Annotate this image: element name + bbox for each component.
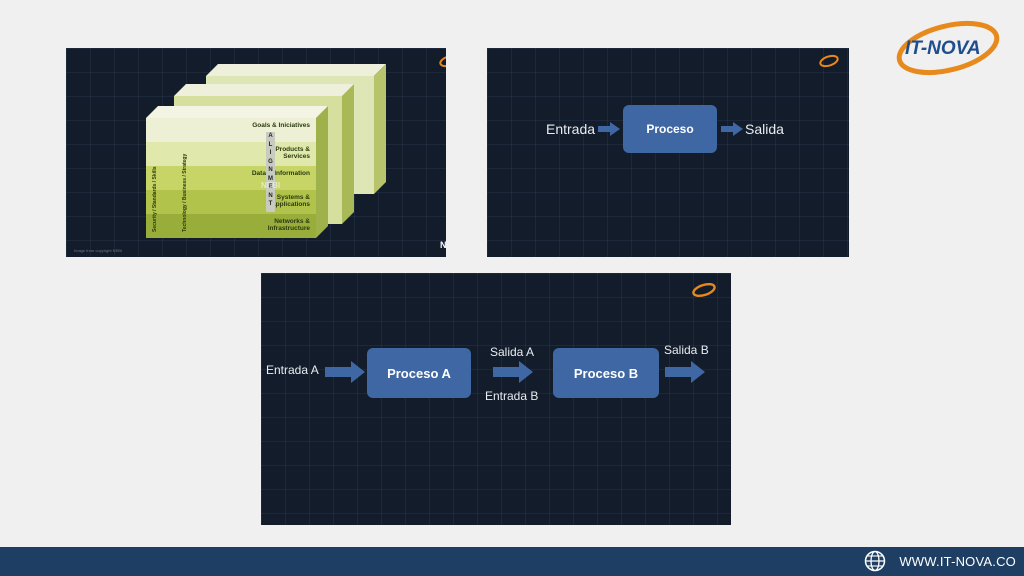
it-nova-logo: IT-NOVA (896, 20, 1000, 76)
layer-products-label: Products & Services (275, 146, 310, 160)
arrow-right-icon (665, 361, 705, 383)
alignment-letter: E (268, 184, 273, 190)
alignment-letter: L (268, 141, 273, 148)
alignment-letter: A (268, 133, 273, 139)
layer-goals: Goals & Iniciatives (146, 118, 316, 142)
alignment-letter: N (268, 192, 273, 199)
salida-b-label: Salida B (664, 343, 709, 357)
nebi-watermark: NEBI (261, 181, 281, 190)
entrada-b-label: Entrada B (485, 389, 539, 403)
layer-products: Products & Services (146, 142, 316, 166)
arrow-right-icon (598, 122, 620, 136)
alignment-letter: M (268, 175, 273, 182)
salida-label: Salida (745, 121, 784, 137)
website-link[interactable]: WWW.IT-NOVA.CO (899, 554, 1016, 569)
swirl-logo-icon (692, 282, 716, 298)
entrada-label: Entrada (546, 121, 596, 137)
it-nova-logo-text: IT-NOVA (905, 38, 981, 59)
proceso-b-box: Proceso B (553, 348, 659, 398)
proceso-a-box: Proceso A (367, 348, 471, 398)
layer-systems: Systems & Applications (146, 190, 316, 214)
layer-goals-label: Goals & Iniciatives (252, 122, 310, 129)
nebi-logo: NEBI (440, 240, 446, 250)
layer-data-label: Data & Information (251, 170, 310, 177)
alignment-letter: N (268, 167, 273, 173)
alignment-letter: G (268, 158, 273, 165)
simple-process-panel: Entrada Proceso Salida (487, 48, 849, 257)
copyright-caption: Image from copyright NEBI (74, 248, 123, 253)
entrada-a-label: Entrada A (266, 363, 319, 377)
layer-stack-front: Goals & Iniciatives Products & Services … (146, 106, 328, 240)
layer-networks-label: Networks & Infrastructure (267, 218, 310, 232)
footer-bar: WWW.IT-NOVA.CO (0, 547, 1024, 576)
technology-business-strategy-label: Technology / Business / Strategy (182, 153, 188, 232)
security-standards-skills-label: Security / Standards / Skills (152, 166, 158, 232)
swirl-logo-icon (819, 54, 839, 68)
arrow-right-icon (493, 361, 533, 383)
alignment-letter: I (269, 150, 272, 156)
layer-data: Data & Information (146, 166, 316, 190)
layer-systems-label: Systems & Applications (270, 194, 310, 208)
globe-icon (864, 550, 886, 572)
alignment-column: A L I G N M E N T (266, 132, 275, 212)
proceso-box: Proceso (623, 105, 717, 153)
chained-process-panel: Entrada A Proceso A Salida A Entrada B P… (261, 273, 731, 525)
arrow-right-icon (325, 361, 365, 383)
layers-diagram-panel: Goals & Iniciatives Products & Services … (66, 48, 446, 257)
arrow-right-icon (721, 122, 743, 136)
salida-a-label: Salida A (490, 345, 535, 359)
swirl-logo-icon (439, 54, 446, 68)
layer-networks: Networks & Infrastructure (146, 214, 316, 238)
alignment-letter: T (268, 201, 273, 207)
